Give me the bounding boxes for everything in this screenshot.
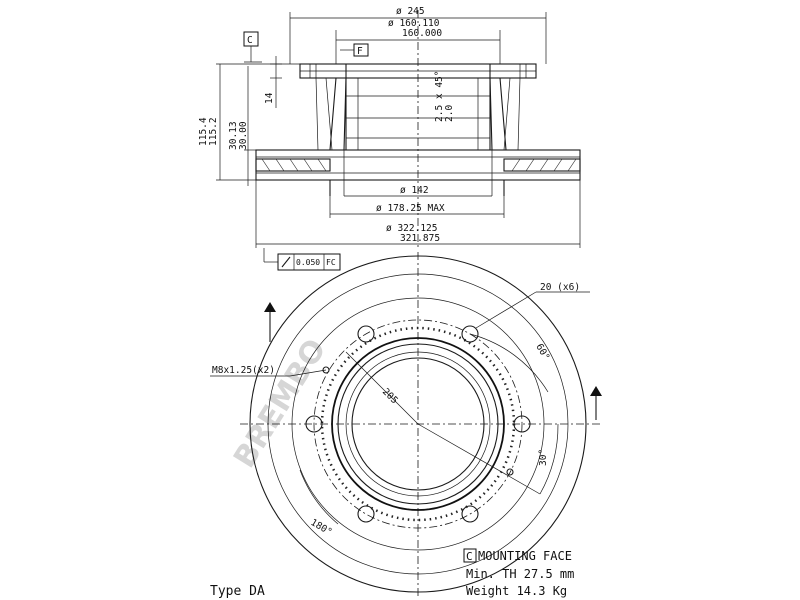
section-view: ø 245 ø 160.110 160.000 C F 2.5 x 45° 2.… xyxy=(198,6,581,271)
dim-dia-178: ø 178.25 MAX xyxy=(376,203,445,214)
vent-hatching xyxy=(261,158,577,172)
dim-height-115-lower: 115.2 xyxy=(208,117,219,146)
runout-ref: FC xyxy=(326,258,336,267)
arrow-up-icon xyxy=(590,386,602,396)
dim-dia-322-lower: 321.875 xyxy=(400,233,440,244)
datum-c-label: C xyxy=(247,35,253,46)
dim-angle-180: 180° xyxy=(309,517,334,538)
dim-chamfer-upper: 2.5 x 45° xyxy=(434,71,445,122)
watermark: BREMBO xyxy=(227,333,333,474)
thread-hole xyxy=(506,468,514,476)
bolt-hole xyxy=(357,325,375,343)
front-view: 20 (x6) 60° M8x1.25(x2) 205 30° 180° xyxy=(210,252,602,598)
watermark-text: BREMBO xyxy=(227,333,333,474)
dim-thread: M8x1.25(x2) xyxy=(212,365,275,376)
min-thickness: Min. TH 27.5 mm xyxy=(466,567,574,581)
mounting-face-letter: C xyxy=(466,550,473,563)
dim-height-115-upper: 115.4 xyxy=(198,117,209,146)
runout-frame xyxy=(277,253,341,271)
dim-chamfer-lower: 2.0 xyxy=(444,105,455,122)
bolt-hole xyxy=(305,415,323,433)
datum-f-label: F xyxy=(357,46,363,57)
bolt-hole xyxy=(513,415,531,433)
dim-dia-322-upper: ø 322.125 xyxy=(386,223,437,234)
dim-angle-30: 30° xyxy=(538,449,549,466)
dim-dia-245: ø 245 xyxy=(396,6,425,17)
bolt-hole xyxy=(461,325,479,343)
thread-hole xyxy=(322,366,330,374)
dim-height-14: 14 xyxy=(264,92,275,104)
runout-symbol-icon xyxy=(281,256,291,268)
notes-block: C MOUNTING FACE Min. TH 27.5 mm Weight 1… xyxy=(210,548,574,599)
dim-thick-30-lower: 30.00 xyxy=(238,121,249,150)
type-label: Type DA xyxy=(210,584,265,599)
bolt-hole xyxy=(461,505,479,523)
dim-thick-30-upper: 30.13 xyxy=(228,121,239,150)
dim-angle-60: 60° xyxy=(533,342,551,362)
dim-dia-160-upper: ø 160.110 xyxy=(388,18,440,29)
bolt-hole xyxy=(357,505,375,523)
mounting-face-box xyxy=(463,548,477,563)
runout-value: 0.050 xyxy=(296,258,320,267)
dim-dia-142: ø 142 xyxy=(400,185,429,196)
mounting-face-label: MOUNTING FACE xyxy=(478,549,572,563)
dim-hole-20: 20 (x6) xyxy=(540,282,580,293)
weight: Weight 14.3 Kg xyxy=(466,584,567,598)
dim-dia-160-lower: 160.000 xyxy=(402,28,442,39)
arrow-up-icon xyxy=(264,302,276,312)
